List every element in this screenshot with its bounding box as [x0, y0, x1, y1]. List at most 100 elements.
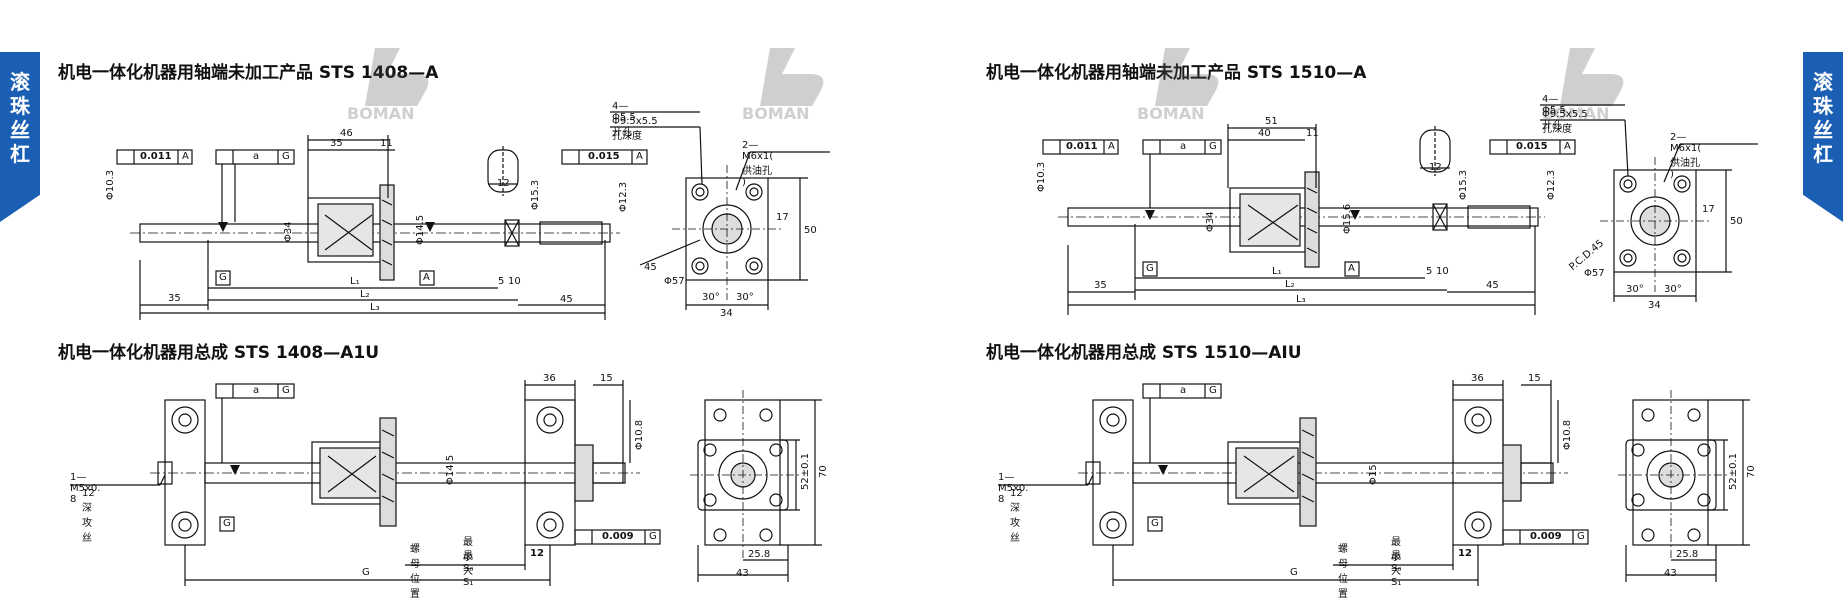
diameter-label: Φ12.3 [1546, 169, 1557, 200]
tab-char: 丝 [10, 118, 30, 142]
dim-label: G [362, 567, 370, 578]
dim-label: 52±0.1 [800, 452, 811, 490]
tol-frame-value: 0.009 [1530, 531, 1562, 542]
dim-label: 10 [508, 276, 521, 287]
diameter-label: Φ15.3 [530, 179, 541, 210]
title-top-right: 机电一体化机器用轴端未加工产品 STS 1510—A [986, 63, 1367, 83]
tab-char: 丝 [1813, 118, 1833, 142]
tol-frame-datum: G [649, 531, 657, 542]
tol-frame-value: 0.011 [1066, 141, 1098, 152]
diameter-label: Φ10.8 [634, 419, 645, 450]
flange-dim: 50 [804, 225, 817, 236]
dim-label: 35 [168, 293, 181, 304]
tol-frame-value: a [1180, 141, 1187, 152]
flange-note: 2—M6x1( 供油孔 ) [1670, 132, 1702, 180]
dim-label: 12 [1458, 548, 1472, 559]
watermark-logo: BOMAN [1137, 48, 1219, 123]
flange-dim: 30° [736, 292, 754, 303]
dim-label: 15 [600, 373, 613, 384]
dim-label: L₁ [350, 276, 360, 287]
dim-label: L₃ [1296, 294, 1306, 305]
tol-frame-datum: G [282, 385, 290, 396]
flange-dim: 30° [1664, 284, 1682, 295]
flange-note: 4—Φ5.5 开孔 [1542, 94, 1566, 131]
dim-label: 25.8 [1676, 549, 1699, 560]
dim-label: 40 [1258, 128, 1271, 139]
tol-frame-datum: A [1108, 141, 1115, 152]
flange-note: Φ9.5x5.5 孔深度 [1542, 109, 1588, 135]
dim-label: G [1290, 567, 1298, 578]
flange-dim: 45 [644, 262, 657, 273]
tol-frame-value: 0.009 [602, 531, 634, 542]
nut-position-label: 螺母位置 [410, 544, 420, 600]
diameter-label: Φ10.8 [1562, 419, 1573, 450]
diameter-label: Φ14.5 [415, 214, 426, 245]
flange-dim: Φ57 [664, 276, 685, 287]
dim-label: 11 [380, 138, 393, 149]
datum-label: G [219, 272, 227, 283]
tol-frame-datum: A [1564, 141, 1571, 152]
nut-position-label: 螺母位置 [1338, 544, 1348, 600]
tab-char: 杠 [1813, 142, 1833, 166]
dim-label: 43 [736, 568, 749, 579]
nut-position-min: 最小 S₀ [1391, 537, 1402, 574]
svg-text:BOMAN: BOMAN [1137, 104, 1205, 123]
datum-label: G [1151, 518, 1159, 529]
dim-label: L₂ [360, 289, 370, 300]
diameter-label: Φ10.3 [1036, 161, 1047, 192]
dim-label: 5 [498, 276, 505, 287]
dim-label: 10 [1436, 266, 1449, 277]
datum-label: G [1146, 263, 1154, 274]
diameter-label: Φ15 [1368, 464, 1379, 485]
tab-char: 滚 [1813, 70, 1833, 94]
dim-label: 36 [543, 373, 556, 384]
diameter-label: Φ12.3 [618, 181, 629, 212]
tol-frame-datum: A [182, 151, 189, 162]
dim-label: 70 [818, 465, 829, 478]
thread-note: 12 深攻丝 [1010, 488, 1023, 544]
side-tab-left-text: 滚 珠 丝 杠 [0, 70, 40, 166]
diameter-label: Φ10.3 [105, 169, 116, 200]
nut-position-max: 最大 S₁ [463, 551, 474, 588]
diameter-label: Φ14.5 [445, 454, 456, 485]
side-tab-left: 滚 珠 丝 杠 [0, 52, 40, 222]
nut-position-max: 最大 S₁ [1391, 551, 1402, 588]
tab-char: 珠 [10, 94, 30, 118]
tol-frame-datum: A [636, 151, 643, 162]
flange-dim: 50 [1730, 216, 1743, 227]
svg-text:BOMAN: BOMAN [1542, 104, 1610, 123]
tol-frame-datum: G [1209, 141, 1217, 152]
tol-frame-value: a [253, 151, 260, 162]
dim-label: 52±0.1 [1728, 452, 1739, 490]
title-bottom-left: 机电一体化机器用总成 STS 1408—A1U [58, 343, 380, 363]
dim-label: 51 [1265, 116, 1278, 127]
dim-label: 43 [1664, 568, 1677, 579]
flange-dim: 30° [1626, 284, 1644, 295]
flange-dim: Φ57 [1584, 268, 1605, 279]
svg-text:BOMAN: BOMAN [742, 104, 810, 123]
watermark-logo: BOMAN [1542, 48, 1624, 123]
nut-position-min: 最小 S₀ [463, 537, 474, 574]
thread-note: 1—M5x0. 8 [998, 472, 1029, 505]
title-top-left: 机电一体化机器用轴端未加工产品 STS 1408—A [58, 63, 439, 83]
flange-dim: 17 [776, 212, 789, 223]
datum-label: A [1348, 263, 1355, 274]
tol-frame-value: 0.011 [140, 151, 172, 162]
side-tab-right: 滚 珠 丝 杠 [1803, 52, 1843, 222]
side-tab-right-text: 滚 珠 丝 杠 [1803, 70, 1843, 166]
section-dim: 12 [1429, 162, 1442, 173]
dim-label: 11 [1306, 128, 1319, 139]
flange-dim: 34 [720, 308, 733, 319]
tab-char: 滚 [10, 70, 30, 94]
dim-label: 70 [1746, 465, 1757, 478]
dim-label: L₃ [370, 302, 380, 313]
dim-label: 45 [1486, 280, 1499, 291]
dim-label: 12 [530, 548, 544, 559]
tol-frame-value: a [1180, 385, 1187, 396]
flange-note: 2—M6x1( 供油孔 ) [742, 140, 774, 188]
dim-label: L₁ [1272, 266, 1282, 277]
dim-label: 25.8 [748, 549, 771, 560]
watermark-logo: BOMAN [742, 48, 824, 123]
diameter-label: Φ15.3 [1458, 169, 1469, 200]
tol-frame-value: a [253, 385, 260, 396]
